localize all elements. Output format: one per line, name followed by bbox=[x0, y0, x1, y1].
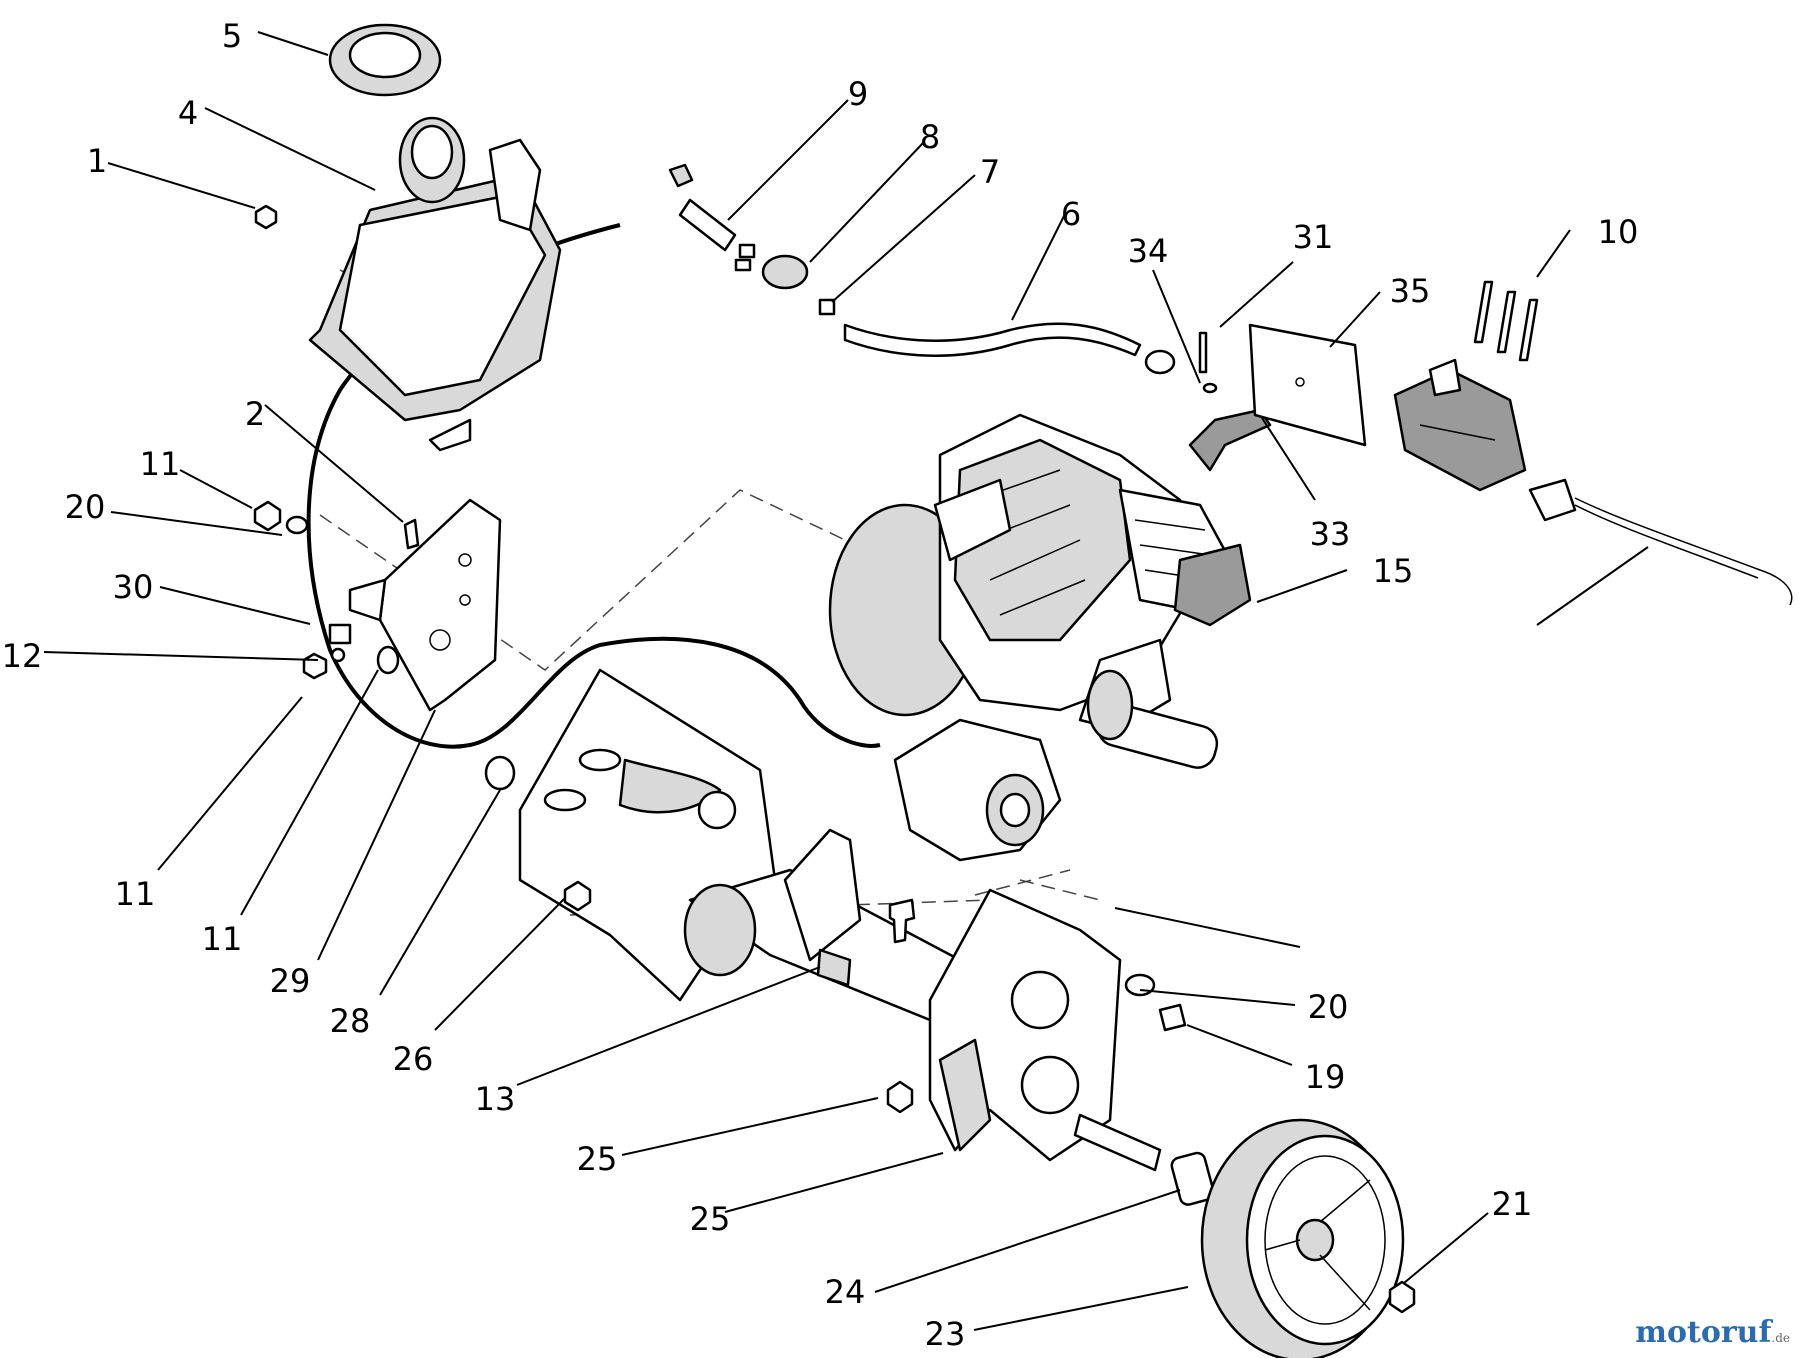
callout-29: 31 bbox=[1293, 218, 1334, 256]
callout-11-low: 11 bbox=[202, 920, 243, 958]
callout-28: 30 bbox=[113, 568, 154, 606]
callout-26: 28 bbox=[330, 1002, 371, 1040]
ignition-parts bbox=[1188, 331, 1272, 472]
callout-7: 7 bbox=[980, 153, 1000, 191]
callout-1: 1 bbox=[87, 142, 107, 180]
callout-2: 2 bbox=[245, 395, 265, 433]
axle-shaft bbox=[1073, 1113, 1215, 1206]
callout-30: 33 bbox=[1310, 515, 1351, 553]
callout-23: 24 bbox=[825, 1273, 866, 1311]
callout-labels: 5 4 1 9 8 7 6 34 31 35 10 2 11 20 30 12 … bbox=[2, 17, 1639, 1353]
callout-5: 5 bbox=[222, 17, 242, 55]
callout-27: 29 bbox=[270, 962, 311, 1000]
leader-lines bbox=[43, 31, 1649, 1331]
fuel-line-assembly bbox=[668, 163, 1176, 375]
callout-31: 34 bbox=[1128, 232, 1169, 270]
wheel bbox=[1200, 1118, 1416, 1358]
callout-34: 35 bbox=[1390, 272, 1431, 310]
callout-25-low: 25 bbox=[577, 1140, 618, 1178]
callout-8: 8 bbox=[920, 118, 940, 156]
callout-11-top: 11 bbox=[140, 445, 181, 483]
axle-tube bbox=[683, 828, 962, 1022]
callout-9: 9 bbox=[848, 75, 868, 113]
callout-15: 15 bbox=[1373, 552, 1414, 590]
callout-19: 19 bbox=[1305, 1058, 1346, 1096]
callout-12: 12 bbox=[2, 637, 43, 675]
site-watermark: motoruf.de bbox=[1635, 1315, 1790, 1350]
switch-box bbox=[1393, 358, 1527, 492]
watermark-suffix: .de bbox=[1771, 1331, 1790, 1345]
callout-24: 25 bbox=[690, 1200, 731, 1238]
callout-20-left: 20 bbox=[65, 488, 106, 526]
callout-25-left: 26 bbox=[393, 1040, 434, 1078]
callout-20-right: 20 bbox=[1308, 988, 1349, 1026]
screws bbox=[1473, 280, 1539, 362]
side-plate bbox=[928, 888, 1122, 1162]
callout-21: 21 bbox=[1492, 1185, 1533, 1223]
callout-13: 13 bbox=[475, 1080, 516, 1118]
callout-4: 4 bbox=[178, 94, 198, 132]
watermark-text: motoruf bbox=[1635, 1315, 1772, 1350]
fuel-cap bbox=[328, 23, 442, 97]
mounting-bracket bbox=[348, 498, 502, 712]
sideplate-hardware bbox=[484, 755, 1187, 1114]
gasket-plate bbox=[1248, 323, 1367, 447]
callout-11-mid: 11 bbox=[115, 875, 156, 913]
engine bbox=[828, 413, 1252, 862]
callout-10: 10 bbox=[1598, 213, 1639, 251]
callout-22: 23 bbox=[925, 1315, 966, 1353]
bracket-hardware bbox=[253, 204, 400, 680]
fuel-tank bbox=[308, 116, 562, 452]
power-cord bbox=[1528, 478, 1793, 606]
callout-6: 6 bbox=[1061, 195, 1081, 233]
